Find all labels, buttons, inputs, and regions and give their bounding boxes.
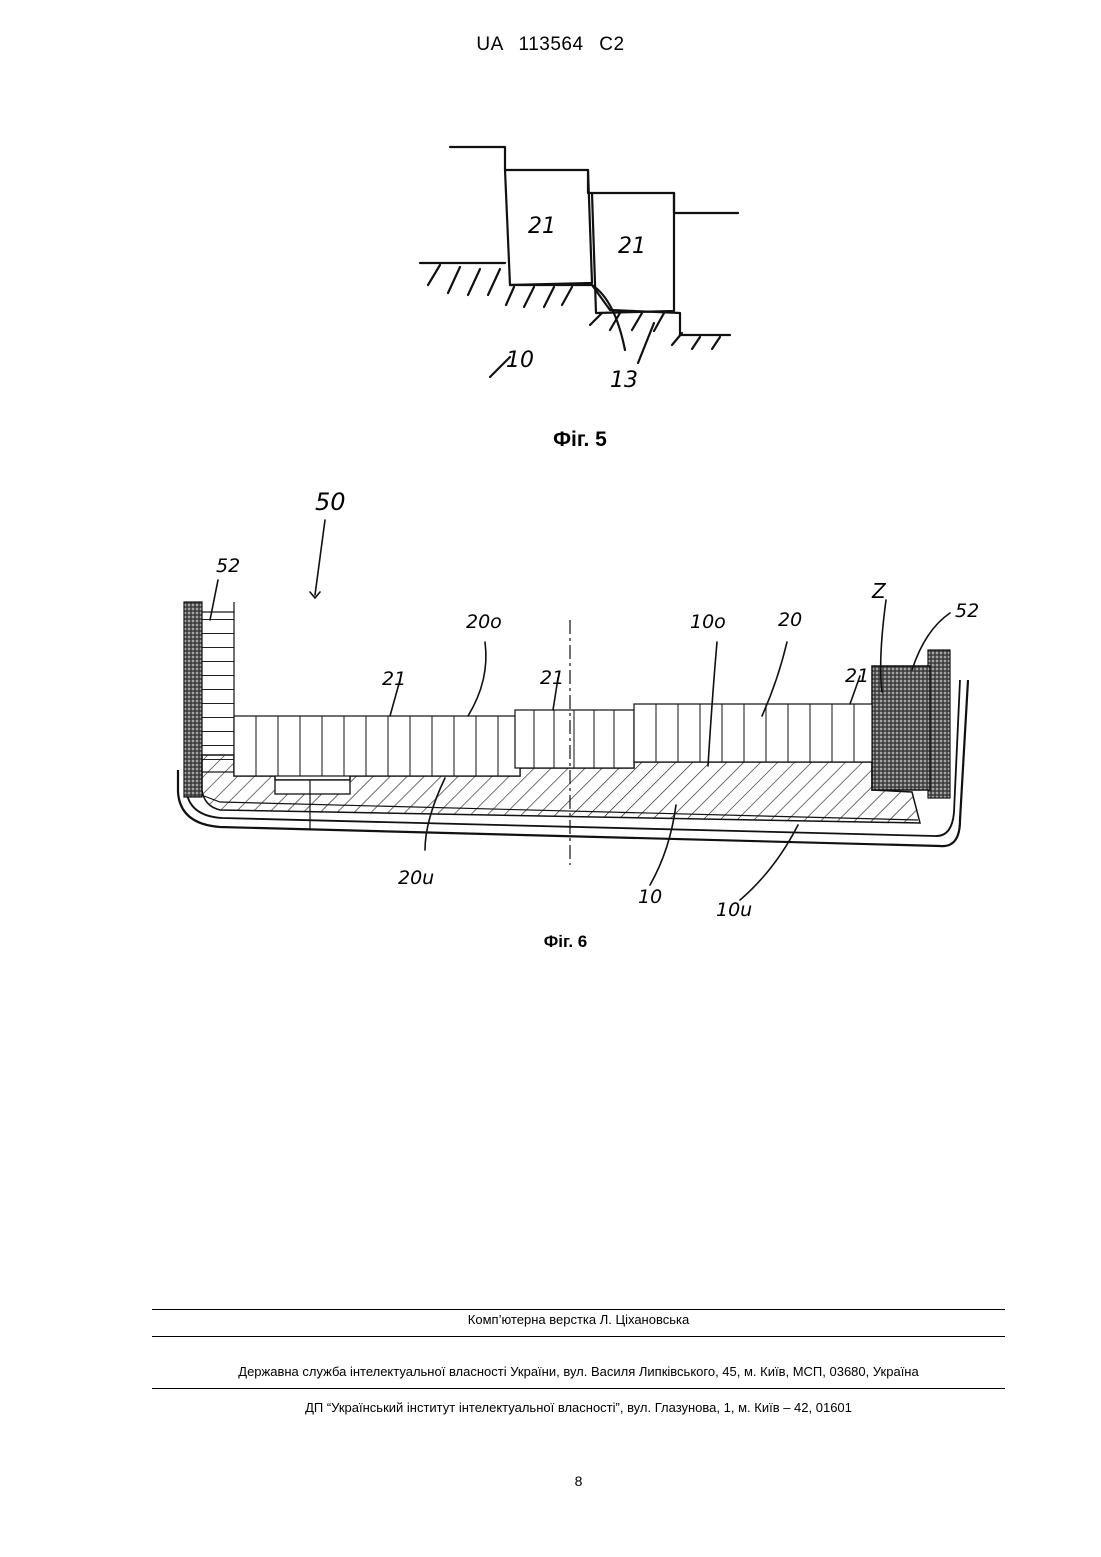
fig5-label-21-left: 21	[528, 214, 556, 239]
fig6-label-20u: 20u	[398, 867, 434, 889]
figure-5-drawing: 21 21 10 13	[410, 135, 755, 395]
fig6-label-20o: 20o	[466, 611, 502, 633]
footer-rule-1	[152, 1309, 1005, 1310]
fig5-label-10: 10	[506, 348, 534, 373]
figure-6-caption: Фіг. 6	[0, 932, 1101, 952]
fig6-label-10u: 10u	[716, 899, 752, 921]
fig6-label-10o: 10o	[690, 611, 726, 633]
fig6-label-10: 10	[638, 886, 662, 908]
footer-rule-2	[152, 1336, 1005, 1337]
fig5-label-13: 13	[610, 368, 638, 393]
fig6-label-21-b: 21	[540, 667, 564, 689]
document-header: UA 113564 C2	[0, 34, 1101, 56]
footer-rule-3	[152, 1388, 1005, 1389]
fig6-label-52-right: 52	[955, 600, 979, 622]
office-address: Державна служба інтелектуальної власност…	[0, 1364, 1101, 1379]
institute-address: ДП “Український інститут інтелектуальної…	[0, 1400, 1101, 1415]
page-number: 8	[0, 1473, 1101, 1489]
fig6-label-50: 50	[315, 488, 346, 516]
fig5-label-21-right: 21	[618, 234, 646, 259]
fig6-label-52-left: 52	[216, 555, 240, 577]
figure-6-drawing: 50 52 52 Z 20o 21 21 21 10o 20 20u 10 10…	[160, 480, 1000, 925]
fig6-label-20: 20	[778, 609, 802, 631]
fig6-label-21-c: 21	[845, 665, 869, 687]
fig6-label-21-a: 21	[382, 668, 406, 690]
figure-5-caption: Фіг. 5	[0, 428, 1101, 452]
fig6-label-z: Z	[871, 579, 887, 603]
layout-credit: Комп’ютерна верстка Л. Ціхановська	[0, 1312, 1101, 1327]
